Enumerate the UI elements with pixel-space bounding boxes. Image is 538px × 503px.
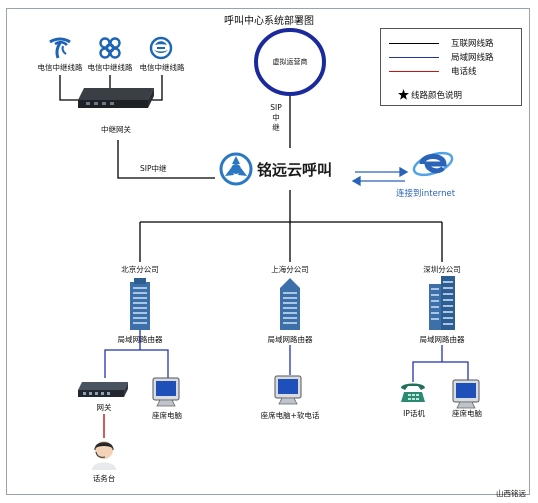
carrier-label-3: 电信中继线路: [139, 63, 185, 72]
sip-trunk-vertical-label: SIP 中 继: [268, 103, 284, 133]
gateway-device-icon: [78, 88, 154, 108]
diagram-frame: [6, 8, 530, 495]
operator-headset-icon: [92, 441, 116, 470]
gateway-label: 中继网关: [101, 125, 131, 134]
legend-line-lan: [389, 57, 439, 58]
branch-name-shenzhen: 深圳分公司: [423, 265, 461, 274]
internet-label: 连接到internet: [396, 189, 456, 199]
sip-vertical-char-1: SIP: [270, 103, 282, 112]
brand-name: 铭远云呼叫: [257, 161, 333, 179]
brand-logo-icon: [219, 152, 253, 186]
lan-line-sz-2: [412, 361, 469, 382]
desktop-computer-icon: [452, 379, 480, 409]
internet-explorer-icon: [412, 151, 454, 177]
device-label-ip-phone: IP话机: [403, 409, 425, 418]
device-label-gateway: 网关: [96, 403, 112, 412]
desktop-computer-icon: [274, 375, 302, 405]
office-building-icon: [280, 278, 300, 330]
page-title: 呼叫中心系统部署图: [224, 16, 314, 27]
device-label-pc-beijing: 座席电脑: [152, 411, 182, 420]
carrier-label-1: 电信中继线路: [37, 63, 83, 72]
legend-label-lan: 局域网线路: [451, 53, 494, 63]
sip-vertical-char-2: 中: [272, 113, 280, 122]
legend-note: 线路颜色说明: [411, 91, 463, 101]
china-mobile-logo-icon: [149, 36, 173, 60]
sip-vertical-char-3: 继: [272, 123, 280, 132]
router-label-beijing: 局域网路由器: [117, 335, 163, 344]
sip-trunk-line: [117, 140, 215, 179]
legend-line-phone: [389, 71, 439, 72]
china-unicom-logo-icon: [99, 37, 121, 59]
gateway-device-icon: [78, 382, 128, 397]
legend-label-internet: 互联网线路: [451, 39, 494, 49]
branch-name-beijing: 北京分公司: [121, 265, 159, 274]
router-label-shenzhen: 局域网路由器: [419, 335, 465, 344]
office-building-icon: [429, 276, 455, 330]
footer-credit: 山西铭远: [496, 489, 526, 498]
china-telecom-logo-icon: [49, 37, 71, 59]
legend-label-phone: 电话线: [451, 67, 477, 77]
virtual-operator-node: [254, 28, 326, 96]
ip-phone-icon: [401, 383, 425, 402]
virtual-operator-label: 虚拟运营商: [272, 58, 308, 66]
office-building-icon: [130, 278, 150, 330]
star-icon: [398, 89, 409, 100]
branch-name-shanghai: 上海分公司: [271, 265, 309, 274]
desktop-computer-icon: [152, 377, 180, 407]
legend-box: 互联网线路 局域网线路 电话线 线路颜色说明: [380, 28, 522, 106]
lan-line-bj-2: [104, 349, 169, 378]
carrier-label-2: 电信中继线路: [87, 63, 133, 72]
operator-console-label: 话务台: [92, 474, 116, 483]
sip-trunk-label: SIP中继: [140, 164, 167, 173]
legend-line-internet: [389, 43, 439, 44]
device-label-pc-shenzhen: 座席电脑: [452, 409, 482, 418]
device-label-pc-shanghai: 座席电脑+软电话: [260, 411, 320, 420]
router-label-shanghai: 局域网路由器: [267, 335, 313, 344]
